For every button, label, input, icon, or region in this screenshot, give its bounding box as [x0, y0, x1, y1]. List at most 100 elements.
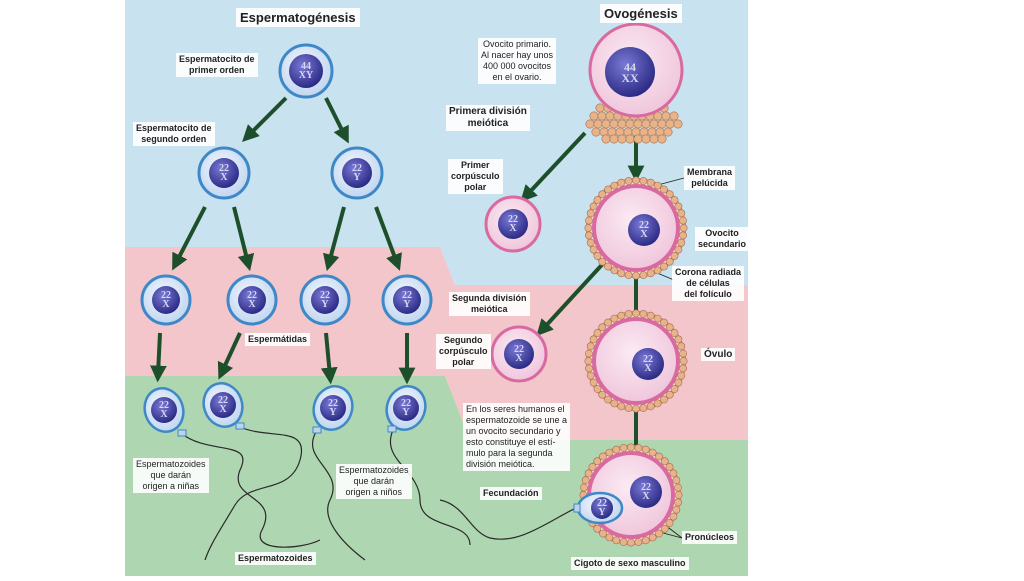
label-primary-oocyte: Ovocito primario. Al nacer hay unos 400 … [478, 38, 557, 84]
sperm-tail [181, 433, 321, 548]
follicle-cell [672, 476, 681, 485]
follicle-cell [624, 177, 633, 185]
follicle-cell [612, 445, 621, 454]
follicle-cell [604, 395, 612, 404]
follicle-cell [598, 323, 607, 332]
follicle-cell [610, 314, 619, 323]
follicle-cell [617, 402, 626, 411]
label-second-meiotic-division: Segunda división meiótica [449, 292, 530, 316]
arrow [150, 332, 167, 383]
nucleus [209, 158, 239, 188]
chromosome-label: 44 XY [298, 61, 314, 81]
follicle-cell [670, 196, 679, 204]
follicle-cell [584, 224, 593, 232]
follicle-cell [598, 257, 607, 266]
sperm-midpiece [312, 426, 322, 434]
label-secondary-oocyte: Ovocito secundario [695, 227, 750, 251]
chromosome-label: 44 XX [621, 60, 639, 85]
arrow [320, 332, 338, 385]
label-male-zygote: Cigoto de sexo masculino [571, 557, 689, 570]
arrows [150, 96, 645, 465]
label-first-meiotic-division: Primera división meiótica [446, 105, 530, 131]
label-spermatids: Espermátidas [245, 333, 311, 346]
follicle-cell [589, 335, 598, 344]
label-spermatozoa: Espermatozoides [235, 552, 316, 565]
follicle-cell [657, 134, 667, 144]
chromosome-label: 22 X [514, 344, 524, 364]
nucleus [320, 395, 346, 421]
nucleus [632, 348, 664, 380]
follicle-cell [619, 538, 628, 546]
follicle-cell [599, 529, 607, 538]
chromosome-label: 22 Y [320, 290, 330, 310]
follicle-cell [665, 390, 674, 399]
follicle-cell [669, 469, 678, 478]
follicle-cell [585, 349, 593, 358]
follicle-cell [610, 181, 619, 190]
arrow [242, 96, 288, 142]
nucleus [393, 395, 419, 421]
label-corona-radiata: Corona radiada de células del folículo [672, 266, 745, 301]
follicle-cell [584, 357, 593, 365]
follicle-cell [610, 266, 619, 275]
follicle-cell [625, 119, 635, 129]
spermatogenesis-cells [140, 43, 433, 437]
follicle-cell [609, 134, 619, 144]
follicle-cell [657, 119, 667, 129]
follicle-cell [646, 402, 655, 411]
follicle-cell [660, 318, 668, 327]
follicle-cell [639, 404, 648, 412]
follicle-cell [598, 190, 607, 199]
sperm-midpiece [387, 425, 397, 433]
chromosome-label: 22 Y [352, 163, 362, 183]
follicle-cell [679, 224, 688, 232]
chromosome-label: 22 Y [402, 290, 412, 310]
follicle-cell [593, 385, 602, 393]
nucleus [311, 286, 339, 314]
follicle-cell [665, 463, 674, 471]
sperm-midpiece [235, 422, 245, 430]
chromosome-label: 22 X [159, 400, 169, 420]
nucleus [238, 286, 266, 314]
chromosome-label: 22 X [641, 482, 651, 502]
label-sperm-boys: Espermatozoides que darán origen a niños [336, 464, 412, 499]
follicle-cell [589, 202, 598, 211]
follicle-cell [597, 111, 607, 121]
follicle-cell [670, 329, 679, 337]
sperm-tail [439, 499, 579, 540]
title-spermatogenesis: Espermatogénesis [236, 8, 360, 27]
follicle-cell [648, 448, 657, 457]
follicle-cell [674, 378, 683, 387]
follicle-cell [617, 178, 626, 187]
chromosome-label: 22 X [218, 395, 228, 415]
follicle-cell [617, 134, 627, 144]
nucleus [628, 214, 660, 246]
chromosome-label: 22 Y [597, 498, 607, 518]
nucleus [151, 397, 177, 423]
label-second-polar-body: Segundo corpúsculo polar [436, 334, 491, 369]
follicle-cell [646, 269, 655, 278]
sperm-tail [311, 431, 366, 561]
follicle-cell [617, 119, 627, 129]
nucleus [210, 392, 236, 418]
chromosome-label: 22 X [639, 220, 649, 240]
sperm-tail [204, 426, 303, 561]
label-secondary-spermatocyte: Espermatocito de segundo orden [133, 122, 215, 146]
follicle-cell [586, 342, 595, 351]
follicle-cell [634, 538, 643, 546]
follicle-cell [669, 111, 679, 121]
follicle-cell [641, 536, 650, 545]
follicle-cell [588, 463, 597, 471]
follicle-cell [595, 103, 605, 113]
oogenesis-cells [484, 22, 688, 547]
follicle-cell [677, 238, 686, 247]
follicle-cell [589, 245, 598, 254]
sperm-tails [181, 426, 579, 561]
sperm-tail [390, 429, 471, 546]
nucleus [152, 286, 180, 314]
follicle-cell [679, 349, 687, 358]
follicle-cell [593, 524, 602, 533]
follicle-cell [660, 262, 668, 271]
follicle-cell [627, 538, 635, 547]
